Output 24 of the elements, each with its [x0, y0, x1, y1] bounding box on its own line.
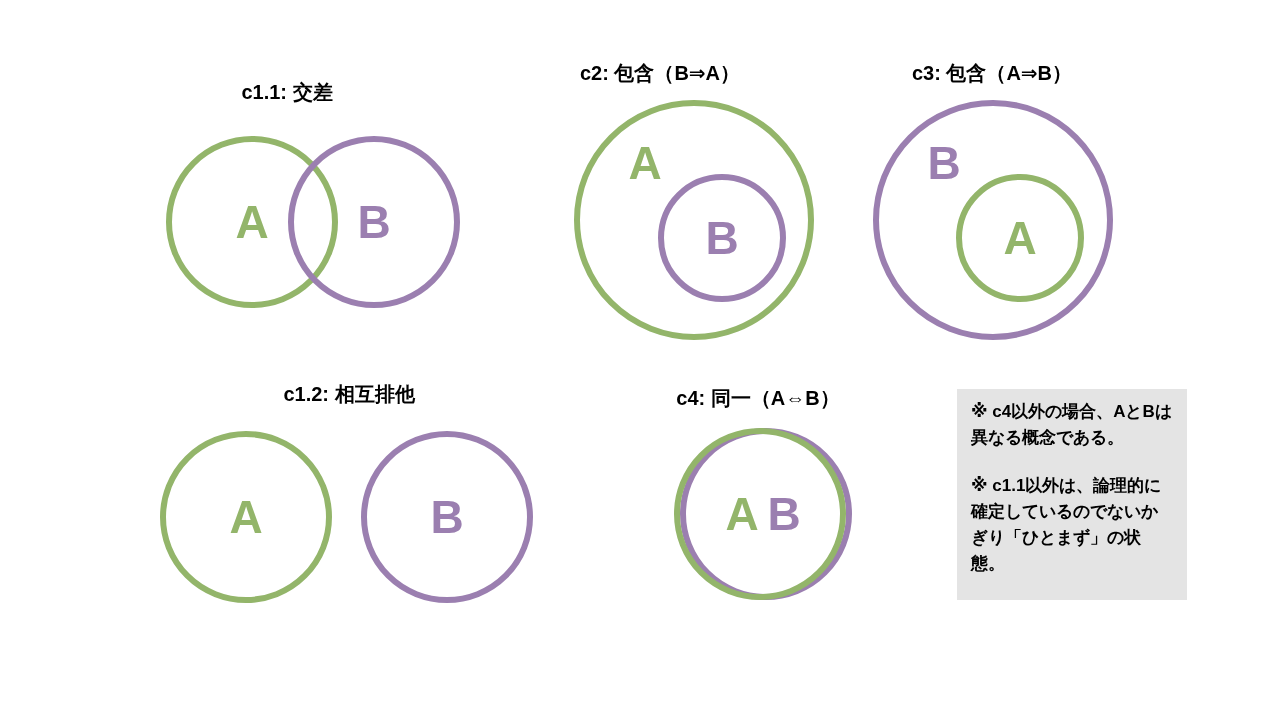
circle [166, 136, 338, 308]
circle [160, 431, 332, 603]
case-label: c1.2: 相互排他 [283, 381, 415, 407]
set-letter: A [235, 199, 269, 245]
set-letter: A [725, 491, 759, 537]
case-label: c4: 同一（A⇔B） [676, 385, 840, 411]
note-text: ※ c1.1以外は、論理的に確定しているのでないかぎり「ひとまず」の状態。 [971, 475, 1163, 575]
note-box [957, 389, 1187, 600]
set-letter: B [357, 199, 391, 245]
circle [288, 136, 460, 308]
note-text: ※ c4以外の場合、AとBは異なる概念である。 [971, 401, 1173, 449]
set-letter: B [430, 494, 464, 540]
set-letter: A [628, 140, 662, 186]
case-label: c2: 包含（B⇒A） [579, 60, 741, 86]
circle [873, 100, 1113, 340]
set-letter: B [705, 215, 739, 261]
circle [574, 100, 814, 340]
case-label: c1.1: 交差 [241, 79, 333, 105]
set-letter: A [1003, 215, 1037, 261]
set-letter: B [767, 491, 801, 537]
set-letter: B [927, 140, 961, 186]
circle [361, 431, 533, 603]
set-letter: A [229, 494, 263, 540]
case-label: c3: 包含（A⇒B） [911, 60, 1073, 86]
